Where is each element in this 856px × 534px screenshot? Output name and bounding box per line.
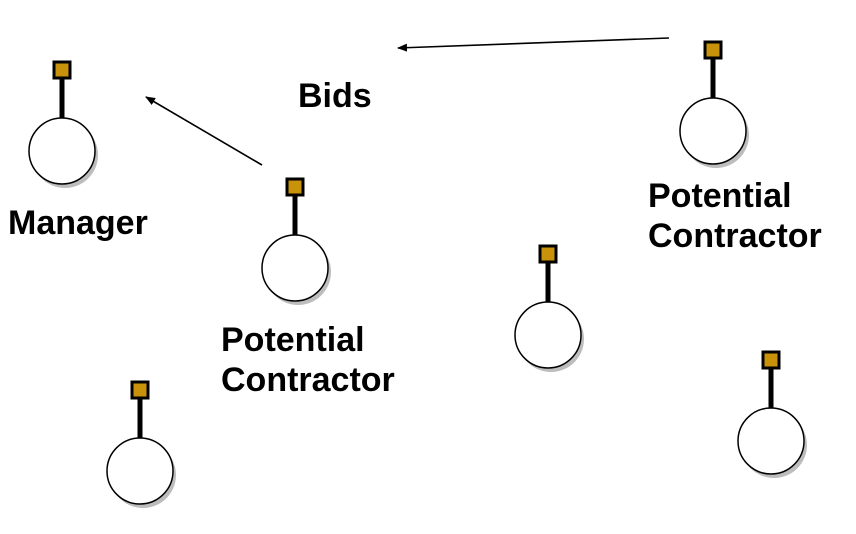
agent-node-bottom-left xyxy=(106,380,176,508)
potential-contractor-label-right: Potential Contractor xyxy=(648,176,822,256)
agent-circle xyxy=(514,301,582,369)
antenna-tip xyxy=(703,40,723,60)
antenna-tip xyxy=(130,380,150,400)
bids-label: Bids xyxy=(298,77,372,115)
manager-node xyxy=(28,60,98,188)
antenna-tip xyxy=(285,177,305,197)
label-line: Contractor xyxy=(648,217,822,255)
antenna-tip xyxy=(761,350,781,370)
antenna-tip xyxy=(538,244,558,264)
agent-circle xyxy=(28,117,96,185)
agent-circle xyxy=(737,407,805,475)
label-line: Contractor xyxy=(221,361,395,399)
agent-circle xyxy=(679,97,747,165)
antenna-tip xyxy=(52,60,72,80)
label-line: Potential xyxy=(221,321,365,359)
label-line: Potential xyxy=(648,177,792,215)
contractor-node-right xyxy=(679,40,749,168)
manager-label: Manager xyxy=(8,204,148,242)
contractor-node-center xyxy=(514,244,584,372)
agent-circle xyxy=(106,437,174,505)
agent-circle xyxy=(261,234,329,302)
bid-arrow-left xyxy=(145,96,263,166)
bid-arrow-right xyxy=(397,37,670,52)
agent-node-bottom-right xyxy=(737,350,807,478)
contractor-node-left xyxy=(261,177,331,305)
potential-contractor-label-left: Potential Contractor xyxy=(221,320,395,400)
